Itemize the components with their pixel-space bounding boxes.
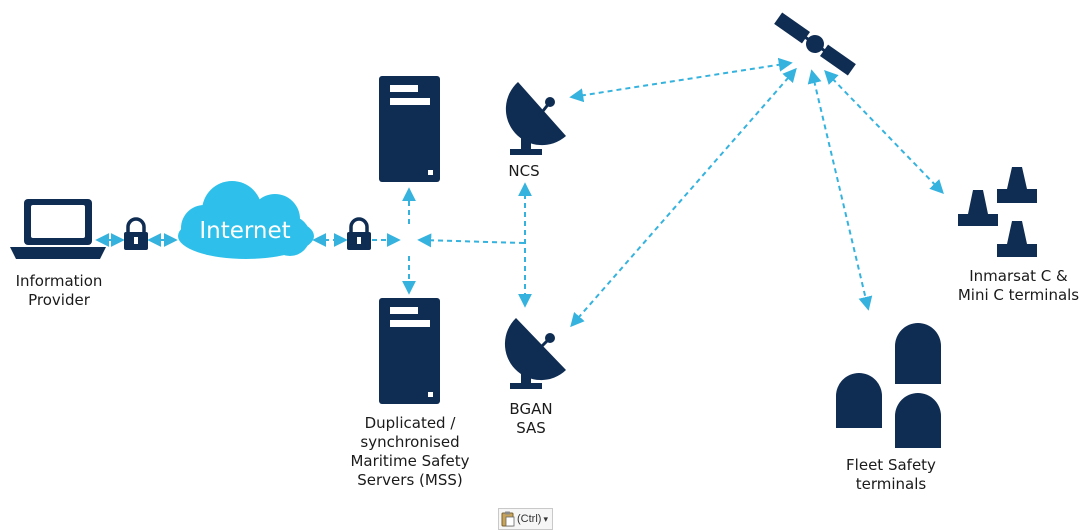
paste-options-label: (Ctrl) bbox=[517, 513, 542, 525]
lock-icon bbox=[124, 217, 148, 250]
internet-cloud-icon bbox=[178, 181, 314, 259]
fleet-terminals-icon bbox=[836, 323, 941, 448]
paste-options-button[interactable]: (Ctrl) ▾ bbox=[498, 508, 553, 530]
mss-label: Duplicated / synchronised Maritime Safet… bbox=[350, 414, 470, 489]
laptop-icon bbox=[10, 199, 106, 259]
connectors bbox=[95, 57, 944, 328]
server-icon bbox=[379, 76, 440, 182]
inmarsat-label: Inmarsat C & Mini C terminals bbox=[957, 267, 1080, 304]
lock-icon bbox=[347, 217, 371, 250]
arrow-sat-ncs bbox=[569, 57, 793, 103]
satellite-icon bbox=[774, 12, 856, 76]
clipboard-icon bbox=[501, 511, 515, 527]
arrow-ncs-bgan-hub bbox=[417, 233, 525, 248]
satellite-dish-icon bbox=[505, 82, 566, 155]
satellite-dish-icon bbox=[504, 318, 566, 389]
bgan-sas-label: BGAN SAS bbox=[509, 400, 553, 437]
internet-label: Internet bbox=[199, 218, 291, 244]
fleet-label: Fleet Safety terminals bbox=[846, 456, 936, 493]
information-provider-label: Information Provider bbox=[15, 272, 103, 309]
arrow-sat-bgan bbox=[570, 67, 797, 328]
arrow-sat-inmarsat bbox=[824, 69, 944, 195]
ncs-label: NCS bbox=[508, 162, 540, 180]
chevron-down-icon: ▾ bbox=[543, 513, 548, 524]
server-icon bbox=[379, 298, 440, 404]
inmarsat-terminals-icon bbox=[958, 167, 1037, 257]
